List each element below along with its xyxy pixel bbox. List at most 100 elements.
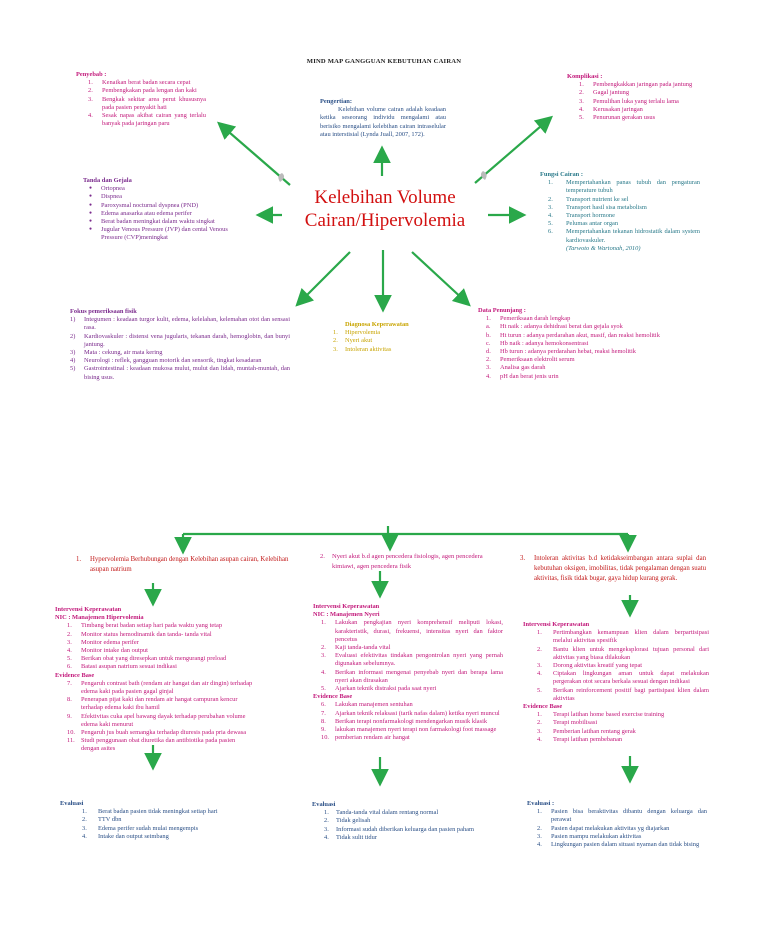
list-item-text: Transport hasil sisa metabolism	[566, 203, 647, 211]
list-item-number: 4.	[537, 735, 542, 743]
list-item: 4.Ciptakan lingkungan aman untuk dapat m…	[537, 670, 709, 686]
list-item-number: 5.	[579, 114, 584, 122]
list-item: 2.Kaji tanda-tanda vital	[321, 644, 503, 652]
list-item-text: Ht naik : adanya dehidrasi berat dan gej…	[500, 323, 623, 331]
list-item-text: Pemberian latihan rentang gerak	[553, 727, 636, 735]
list-item: 1.Pemeriksaan darah lengkap	[486, 315, 700, 323]
list-item-text: Kenaikan berat badan secara cepat	[102, 79, 191, 87]
list-item-number: a.	[486, 323, 491, 331]
list-item: 3.Informasi sudah diberikan keluarga dan…	[324, 826, 502, 834]
list-item-text: Monitor intake dan output	[81, 647, 148, 655]
komplikasi-box: Komplikasi : 1.Pembengkakkan jaringan pa…	[567, 73, 703, 122]
col1-interventions: Intervensi Keperawatan NIC : Manajemen H…	[55, 606, 255, 754]
list-item-text: Dorong aktivitas kreatif yang tepat	[553, 662, 643, 670]
list-item-text: Pembengkakan pada lengan dan kaki	[102, 87, 197, 95]
list-item-number: 3.	[67, 638, 72, 646]
list-item: 4.Transport hormone	[548, 212, 700, 220]
list-item: 2. Pembengkakan pada lengan dan kaki	[88, 87, 206, 95]
decor-swirl-right	[480, 171, 487, 180]
list-item-text: Evaluasi efektivitas tindakan pengontrol…	[335, 652, 503, 668]
list-item: 5.Berikan reinforcement positif bagi par…	[537, 687, 709, 703]
pengertian-box: Pengertian: Kelebihan volume cairan adal…	[320, 98, 446, 139]
list-item: 5.Pelumas antar organ	[548, 220, 700, 228]
list-item: 1)Integumen : keadaan turgor kulit, edem…	[70, 316, 290, 332]
list-item: 9.lakukan manajemen nyeri terapi non far…	[321, 726, 503, 734]
col1-dx-number: 1.	[76, 556, 82, 563]
list-item: 11.Studi penggunaan obat diuretika dan a…	[67, 737, 255, 753]
list-item-text: Berat badan meningkat dalam waktu singka…	[101, 218, 215, 226]
list-item: 2.TTV dbn	[82, 816, 260, 824]
list-item-number: 1.	[88, 79, 93, 87]
list-item-text: Bengkak sekitar area perut khususnya pad…	[102, 95, 206, 111]
col2-dx-text: Nyeri akut b.d agen pencedera fisiologis…	[332, 553, 483, 570]
list-item-number: 6.	[67, 663, 72, 671]
list-item-text: Dispnea	[101, 193, 122, 201]
list-item-text: Pemulihan luka yang terlalu lama	[593, 97, 679, 105]
list-item: 1.Pertimbangkan kemampuan klien dalam be…	[537, 629, 709, 645]
list-item-text: Berikan obat yang diresepkan untuk mengu…	[81, 655, 227, 663]
list-item-text: Edema anasarka atau edema perifer	[101, 209, 192, 217]
list-item-text: Pembengkakkan jaringan pada jantung	[593, 81, 693, 89]
list-item-number: 2)	[70, 332, 76, 340]
list-item: 10.Pengaruh jus buah semangka terhadap d…	[67, 729, 255, 737]
col3-int-header: Intervensi Keperawatan	[523, 621, 590, 628]
list-item-text: Edema perifer sudah mulai mengempis	[98, 824, 199, 832]
list-item-number: 1.	[321, 619, 326, 627]
list-item: 4.Monitor intake dan output	[67, 647, 255, 655]
list-item-text: Analisa gas darah	[500, 364, 546, 372]
col3-interventions: Intervensi Keperawatan 1.Pertimbangkan k…	[523, 621, 709, 744]
list-item-number: 3.	[579, 97, 584, 105]
pengertian-text: Kelebihan volume cairan adalah keadaan k…	[320, 106, 446, 138]
arrow-penyebab	[217, 121, 291, 186]
col3-eb-list: 1.Terapi latihan home based exercise tra…	[537, 711, 709, 744]
list-item: 3.Intoleran aktivitas	[333, 346, 443, 354]
list-item-number: 2.	[67, 630, 72, 638]
col1-diagnosis: 1.Hypervolemia Berhubungan dengan Kelebi…	[76, 555, 296, 574]
list-item-text: Transport nutrient ke sel	[566, 195, 629, 203]
col3-evaluation: Evaluasi : 1.Pasien bisa beraktivitas di…	[527, 800, 707, 849]
col3-eb-header: Evidence Base	[523, 703, 563, 711]
bullet-icon: ●	[89, 202, 93, 208]
list-item-number: 2.	[548, 195, 553, 203]
list-item-number: 1.	[67, 622, 72, 630]
col2-ev-list: 1.Tanda-tanda vital dalam rentang normal…	[324, 809, 502, 842]
list-item: ●Jugular Venous Pressure (JVP) dan centa…	[89, 226, 243, 242]
list-item-text: Lakukan manajemen sentuhan	[335, 701, 413, 709]
list-item-text: Tidak gelisah	[336, 817, 371, 825]
list-item-text: Jugular Venous Pressure (JVP) dan cental…	[101, 226, 228, 242]
list-item: 2. Monitor status hemodinamik dan tanda- …	[67, 631, 255, 639]
list-item: 9.Efektivitas cuka apel bawang dayak ter…	[67, 713, 255, 729]
list-item-text: Pasien bisa beraktivitas dibantu dengan …	[551, 808, 707, 824]
tanda-header: Tanda dan Gejala	[83, 177, 132, 184]
list-item: 4.Intake dan output seimbang	[82, 833, 260, 841]
list-item: 2.Terapi mobilisasi	[537, 719, 709, 727]
list-item-text: Mata : cekung, air mata kering	[84, 349, 163, 357]
col1-eb-list: 7.Pengaruh contrast bath (rendam air han…	[67, 680, 255, 754]
fokus-box: Fokus pemeriksaan fisik 1)Integumen : ke…	[70, 308, 290, 382]
list-item: ●Berat badan meningkat dalam waktu singk…	[89, 218, 243, 226]
list-item: 6.Lakukan manajemen sentuhan	[321, 701, 503, 709]
list-item-text: Ciptakan lingkungan aman untuk dapat mel…	[553, 670, 709, 686]
col3-diagnosis: 3.Intoleran aktivitas b.d ketidakseimban…	[520, 554, 706, 584]
list-item: 3. Pemulihan luka yang terlalu lama	[579, 98, 703, 106]
list-item: 1. Timbang berat badan setiap hari pada w…	[67, 622, 255, 630]
list-item-number: 3.	[486, 364, 491, 372]
list-item-number: 4.	[321, 668, 326, 676]
list-item-text: Berikan reinforcement positif bagi parti…	[553, 686, 709, 702]
list-item-number: 2.	[537, 645, 542, 653]
list-item-text: pH dan berat jenis urin	[500, 372, 559, 380]
list-item-number: 2.	[579, 89, 584, 97]
list-item: ●Edema anasarka atau edema perifer	[89, 210, 243, 218]
list-item: 6.Mempertahankan tekanan hidrostatik dal…	[548, 228, 700, 244]
list-item-text: pemberian rendam air hangat	[335, 734, 410, 742]
list-item: 7.Pengaruh contrast bath (rendam air han…	[67, 680, 255, 696]
list-item-text: Ajarkan teknik distraksi pada saat nyeri	[335, 685, 437, 693]
list-item-text: Timbang berat badan setiap hari pada wak…	[81, 622, 223, 630]
list-item-text: Monitor status hemodinamik dan tanda- ta…	[81, 630, 212, 638]
list-item-number: 1.	[537, 711, 542, 719]
list-item-number: 2.	[88, 87, 93, 95]
list-item: 3.Monitor edema perifer	[67, 639, 255, 647]
komplikasi-header: Komplikasi :	[567, 73, 603, 80]
